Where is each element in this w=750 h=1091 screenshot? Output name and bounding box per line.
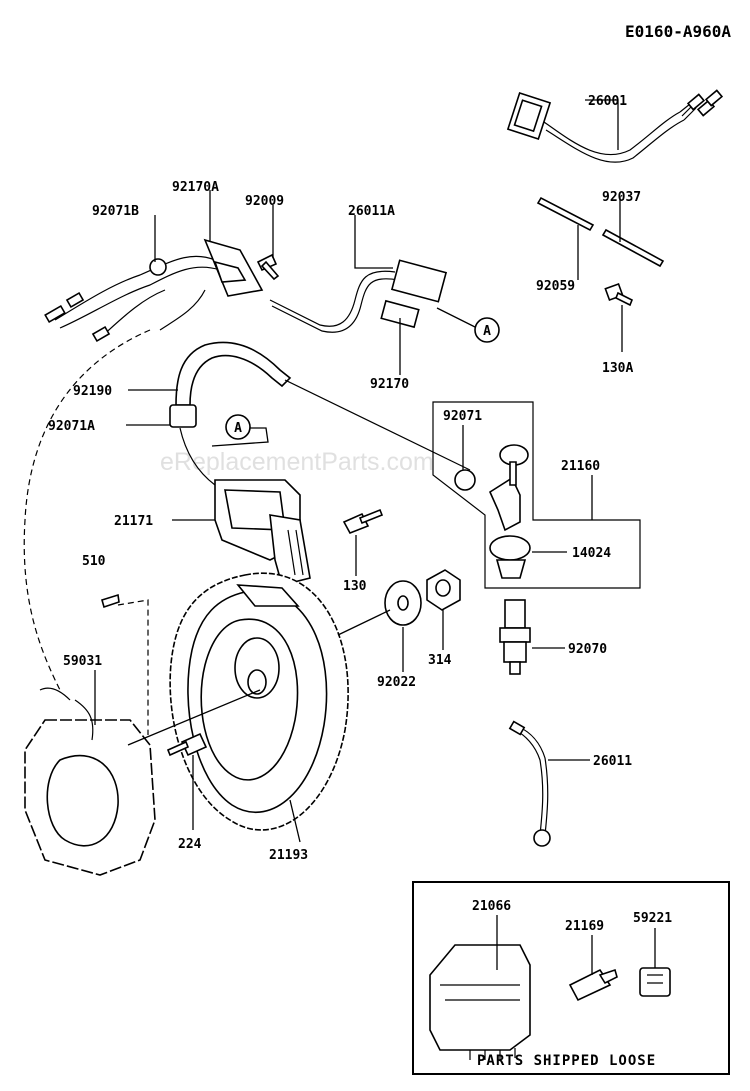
parts-shipped-loose-box: PARTS SHIPPED LOOSE: [412, 881, 730, 1075]
label-130A: 130A: [602, 361, 633, 376]
label-26011: 26011: [593, 754, 632, 769]
watermark: eReplacementParts.com: [160, 448, 434, 476]
leader-lines: [94, 99, 623, 843]
label-21169: 21169: [565, 919, 604, 934]
pin-92037: [601, 228, 665, 268]
label-92071B: 92071B: [92, 204, 139, 219]
washer-92022: [384, 580, 422, 626]
regulator-21066: [429, 915, 531, 1060]
label-21171: 21171: [114, 514, 153, 529]
label-92070: 92070: [568, 642, 607, 657]
label-92071A: 92071A: [48, 419, 95, 434]
flywheel-21193: [169, 572, 349, 831]
nut-alignment: [337, 609, 391, 636]
pin-92059: [536, 196, 595, 232]
insulator-92071: [454, 469, 476, 491]
label-59031: 59031: [63, 654, 102, 669]
parts-shipped-loose-label: PARTS SHIPPED LOOSE: [477, 1053, 656, 1069]
label-21193: 21193: [269, 848, 308, 863]
callout-a-lower: A: [211, 414, 269, 447]
label-92170A: 92170A: [172, 180, 219, 195]
svg-text:A: A: [234, 421, 242, 436]
diagram-code: E0160-A960A: [625, 22, 731, 41]
stator-wire-route: [23, 329, 151, 691]
label-130: 130: [343, 579, 367, 594]
bolt-130: [342, 508, 384, 535]
plug-lead-92190: [175, 341, 471, 471]
spark-plug-92070: [499, 599, 531, 675]
harness-92170A: [44, 238, 264, 343]
label-14024: 14024: [572, 546, 611, 561]
label-26001: 26001: [588, 94, 627, 109]
callout-a-upper: A: [474, 317, 500, 343]
plug-cap-14024: [488, 444, 531, 579]
screw-92009: [256, 253, 280, 281]
label-92170: 92170: [370, 377, 409, 392]
bolt-130A: [604, 282, 634, 307]
label-92190: 92190: [73, 384, 112, 399]
boot-92071A: [169, 404, 197, 428]
label-21160: 21160: [561, 459, 600, 474]
label-26011A: 26011A: [348, 204, 395, 219]
stator-59031: [24, 687, 156, 876]
label-224: 224: [178, 837, 202, 852]
bolt-224: [166, 732, 208, 757]
label-92071: 92071: [443, 409, 482, 424]
label-314: 314: [428, 653, 452, 668]
label-510: 510: [82, 554, 106, 569]
label-92037: 92037: [602, 190, 641, 205]
label-59221: 59221: [633, 911, 672, 926]
part-number-labels: 26001 92037 92059 130A 92170A 92009 9207…: [48, 94, 672, 934]
lead-26011A: [269, 259, 448, 333]
shaft-alignment: [127, 689, 261, 746]
terminal-21169: [568, 935, 618, 1002]
plug-cap-assembly-21160: [432, 401, 641, 589]
key-alignment: [117, 599, 149, 735]
label-21066: 21066: [472, 899, 511, 914]
label-92009: 92009: [245, 194, 284, 209]
svg-text:A: A: [483, 324, 491, 339]
key-510: [101, 593, 120, 609]
connector-59221: [639, 928, 671, 997]
nut-314: [426, 569, 461, 611]
wiring-harness-26001: [506, 89, 724, 163]
label-92059: 92059: [536, 279, 575, 294]
ignition-coil-21171: [179, 427, 311, 586]
label-92022: 92022: [377, 675, 416, 690]
lead-26011: [508, 720, 551, 847]
